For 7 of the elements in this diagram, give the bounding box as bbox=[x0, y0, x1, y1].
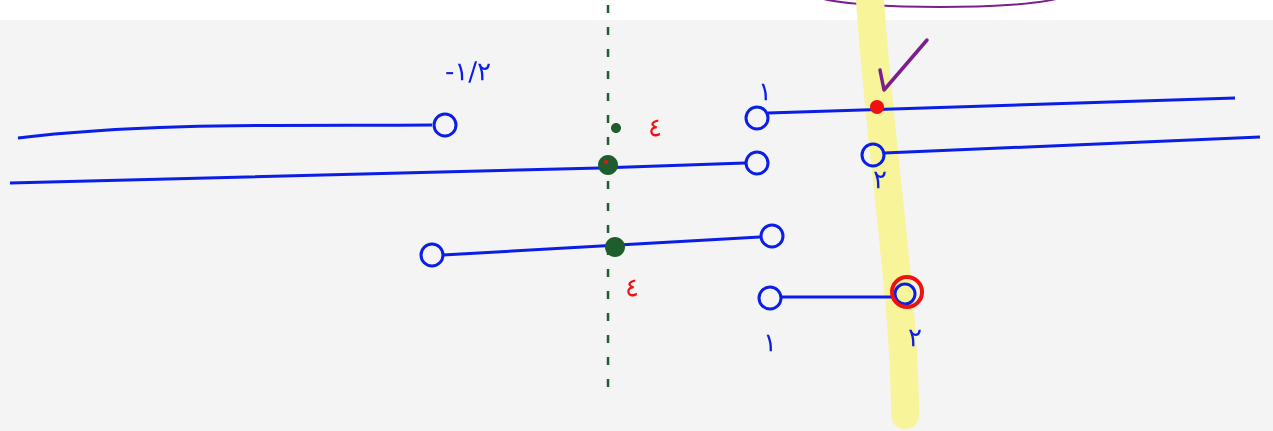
number-label: ١ bbox=[761, 83, 767, 101]
number-label: ٤ bbox=[650, 119, 660, 137]
number-label: -١/٢ bbox=[446, 61, 490, 83]
number-label: ٤ bbox=[627, 279, 637, 297]
number-label: ٢ bbox=[874, 171, 886, 189]
number-label: ٢ bbox=[909, 329, 921, 347]
number-label: ١ bbox=[766, 334, 772, 352]
